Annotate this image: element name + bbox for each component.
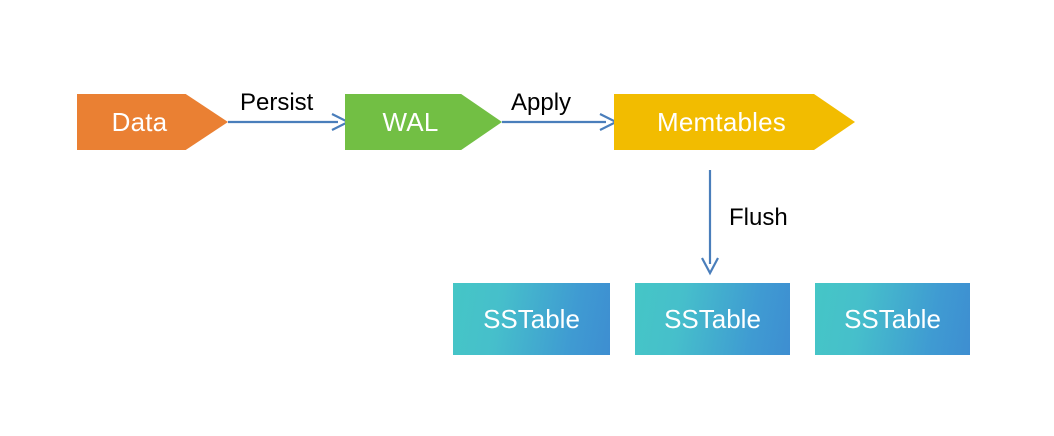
edge-persist-label: Persist	[240, 89, 314, 116]
node-sstable-1[interactable]: SSTable	[453, 283, 610, 355]
node-sstable-3[interactable]: SSTable	[815, 283, 970, 355]
node-memtables[interactable]: Memtables	[614, 94, 855, 150]
node-wal[interactable]: WAL	[345, 94, 502, 150]
node-sstable-3-label: SSTable	[844, 304, 941, 334]
edge-flush-label: Flush	[729, 204, 788, 231]
edge-flush-arrow	[701, 170, 719, 276]
node-sstable-2-label: SSTable	[664, 304, 761, 334]
node-data[interactable]: Data	[77, 94, 228, 150]
node-memtables-label: Memtables	[657, 107, 786, 137]
node-data-label: Data	[111, 107, 168, 137]
node-wal-label: WAL	[382, 107, 439, 137]
node-sstable-1-label: SSTable	[483, 304, 580, 334]
edge-apply-label: Apply	[511, 89, 572, 116]
node-sstable-2[interactable]: SSTable	[635, 283, 790, 355]
